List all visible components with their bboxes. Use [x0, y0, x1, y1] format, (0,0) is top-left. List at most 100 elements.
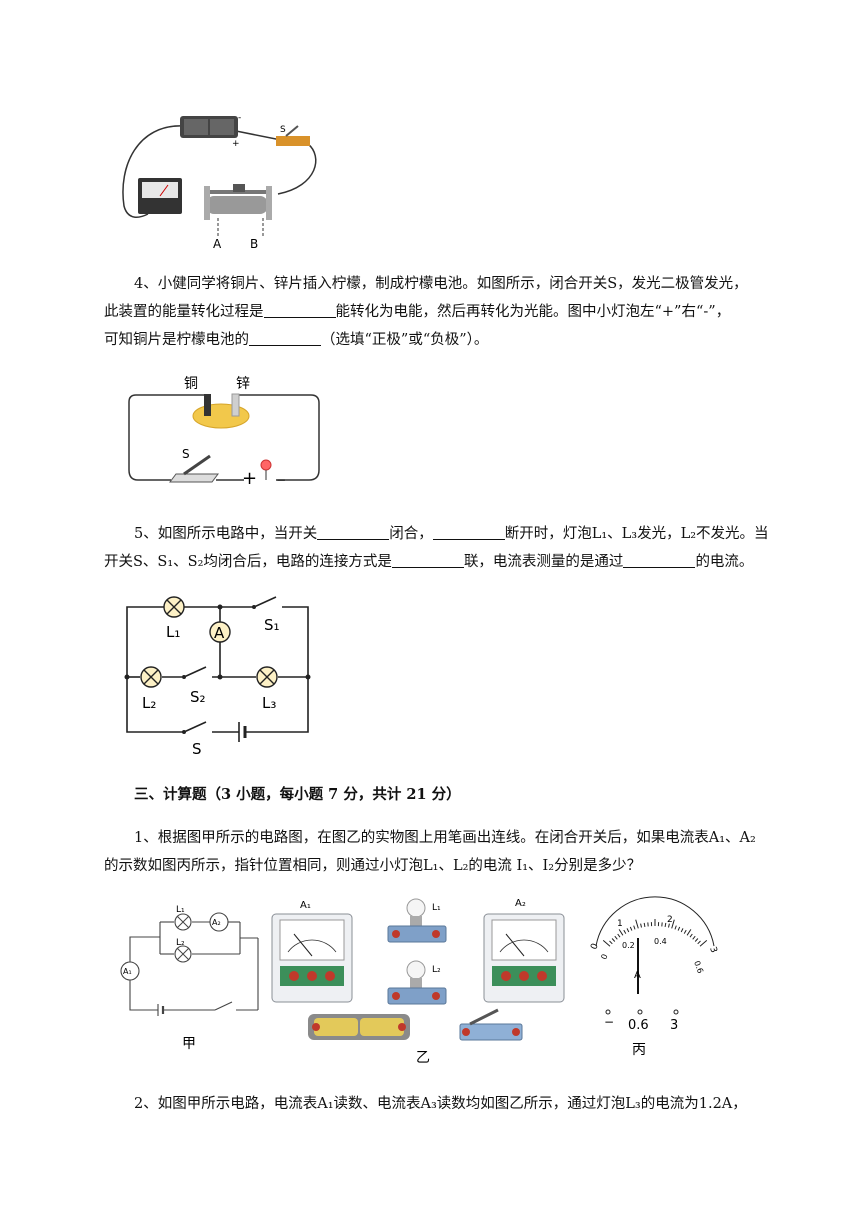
led-minus-label: − [276, 473, 286, 487]
bing-ammeter-scale [595, 896, 715, 994]
jia-l1-label: L₁ [176, 905, 185, 915]
yi-lamp-l1-device [387, 898, 447, 943]
s1-label: S₁ [264, 616, 280, 634]
jia-l2-label: L₂ [176, 938, 185, 948]
yi-a2-label: A₂ [515, 898, 526, 909]
q5-line-2a: 开关S、S₁、S₂均闭合后，电路的连接方式是 [104, 554, 392, 570]
answer-blank-switch-closed[interactable] [317, 525, 390, 540]
zinc-plate [231, 393, 240, 417]
yi-battery-pack [308, 1014, 410, 1040]
q5-line-1c: 断开时，灯泡L₁、L₃发光，L₂不发光。当 [504, 526, 769, 542]
scale-bottom-0-4: 0.4 [654, 937, 667, 946]
c1-line-1: 1、根据图甲所示的电路图，在图乙的实物图上用笔画出连线。在闭合开关后，如果电流表… [134, 830, 756, 846]
terminal-0-6-label: 0.6 [628, 1018, 649, 1033]
scale-tick [617, 933, 621, 938]
yi-caption: 乙 [416, 1050, 430, 1064]
calc-question-2: 2、如图甲所示电路，电流表A₁读数、电流表A₃读数均如图乙所示，通过灯泡L₃的电… [104, 1090, 804, 1118]
scale-tick [671, 919, 675, 929]
scale-tick [699, 940, 708, 947]
led-icon [260, 459, 272, 471]
calc-q1-figure: L₁ L₂ A₂ A₁ 甲 A₁ L₁ L₂ A₂ [120, 896, 719, 1064]
scale-tick [602, 940, 611, 947]
jia-a1-label: A₁ [123, 967, 132, 976]
switch-label: S [280, 125, 286, 135]
terminal-minus-label: − [604, 1015, 614, 1029]
lamp-l2-icon [140, 666, 162, 688]
scale-tick [626, 928, 630, 933]
battery-minus-label: - [238, 113, 241, 123]
scale-tick [614, 935, 618, 940]
ammeter-a1-device [271, 913, 353, 1003]
lamp-l1-icon [163, 596, 185, 618]
yi-switch-device [459, 1008, 523, 1041]
circuit-diagram-q5: A L₁ L₂ L₃ S₁ S₂ S [124, 596, 311, 758]
yi-a1-label: A₁ [300, 900, 311, 911]
battery-plus-label: + [232, 139, 240, 149]
scale-tick [668, 923, 670, 928]
copper-label: 铜 [184, 376, 198, 392]
yi-l1-label: L₁ [432, 903, 441, 913]
scale-tick [609, 940, 613, 945]
q4-line-2: 此装置的能量转化过程是 能转化为电能，然后再转化为光能。图中小灯泡左“+”右“-”… [104, 298, 804, 326]
yi-l2-label: L₂ [432, 965, 441, 975]
meter-unit-label: A [634, 970, 641, 981]
question-5: 5、如图所示电路中，当开关 闭合， 断开时，灯泡L₁、L₃发光，L₂不发光。当 开关… [104, 520, 804, 576]
bing-caption: 丙 [632, 1042, 646, 1058]
scale-tick [692, 935, 696, 940]
q4-line-3: 可知铜片是柠檬电池的（选填“正极”或“负极”）。 [104, 326, 804, 354]
q5-line-2b: 联，电流表测量的是通过 [463, 554, 624, 570]
answer-blank-switch-open[interactable] [432, 525, 505, 540]
scale-tick [618, 929, 624, 936]
scale-top-1: 1 [617, 919, 623, 929]
terminal-b-label: B [250, 237, 258, 251]
q5-line-2: 开关S、S₁、S₂均闭合后，电路的连接方式是 联，电流表测量的是通过 的电流。 [104, 548, 804, 576]
answer-blank-energy[interactable] [263, 303, 336, 318]
answer-blank-connection[interactable] [391, 553, 464, 568]
scale-tick [635, 919, 639, 929]
q5-line-2c: 的电流。 [695, 554, 754, 570]
jia-ammeter-a2-icon [209, 912, 229, 932]
zinc-label: 锌 [236, 376, 250, 392]
q4-line-3b: （选填“正极”或“负极”）。 [321, 332, 489, 348]
scale-tick [689, 933, 693, 938]
scale-tick [697, 940, 701, 945]
terminal-3-label: 3 [670, 1018, 678, 1033]
scale-tick [674, 925, 677, 930]
jia-ammeter-a1-icon [120, 961, 140, 981]
q4-line-2b: 能转化为电能，然后再转化为光能。图中小灯泡左“+”右“-”， [335, 304, 731, 320]
scale-bottom-0-6: 0.6 [692, 960, 705, 975]
knife-switch [276, 136, 310, 146]
answer-blank-pole[interactable] [249, 331, 321, 346]
l3-label: L₃ [262, 694, 276, 712]
lemon-battery-figure: 铜 锌 S + − [128, 376, 320, 488]
q5-line-1a: 5、如图所示电路中，当开关 [134, 526, 318, 542]
lamp-l3-icon [256, 666, 278, 688]
scale-tick [683, 929, 687, 934]
section-3-title: 三、计算题（3 小题，每小题 7 分，共计 21 分） [134, 786, 461, 803]
l1-label: L₁ [166, 623, 180, 641]
scale-tick [664, 922, 667, 927]
scale-top-2: 2 [667, 915, 673, 925]
scale-bottom-0: 0 [599, 953, 609, 961]
rheostat-circuit-figure: - + S A B [122, 113, 317, 251]
scale-tick [677, 926, 681, 931]
copper-plate [204, 394, 211, 416]
scale-top-3: 3 [707, 946, 718, 955]
question-4: 4、小健同学将铜片、锌片插入柠檬，制成柠檬电池。如图所示，闭合开关S，发光二极管… [104, 270, 804, 354]
q5-line-1b: 闭合， [389, 526, 433, 542]
switch-base [169, 473, 219, 483]
scale-tick [623, 929, 627, 934]
scale-tick [633, 925, 636, 930]
jia-caption: 甲 [182, 1036, 196, 1052]
q5-line-1: 5、如图所示电路中，当开关 闭合， 断开时，灯泡L₁、L₃发光，L₂不发光。当 [104, 520, 804, 548]
q4-line-2a: 此装置的能量转化过程是 [104, 304, 264, 320]
scale-tick [643, 922, 646, 927]
led-plus-label: + [242, 468, 257, 488]
s-label: S [192, 740, 202, 758]
lemon [192, 403, 250, 429]
answer-blank-ammeter[interactable] [623, 553, 696, 568]
scale-tick [640, 923, 642, 928]
scale-bottom-0-2: 0.2 [622, 941, 635, 950]
scale-tick [694, 938, 699, 942]
scale-tick [686, 929, 692, 936]
